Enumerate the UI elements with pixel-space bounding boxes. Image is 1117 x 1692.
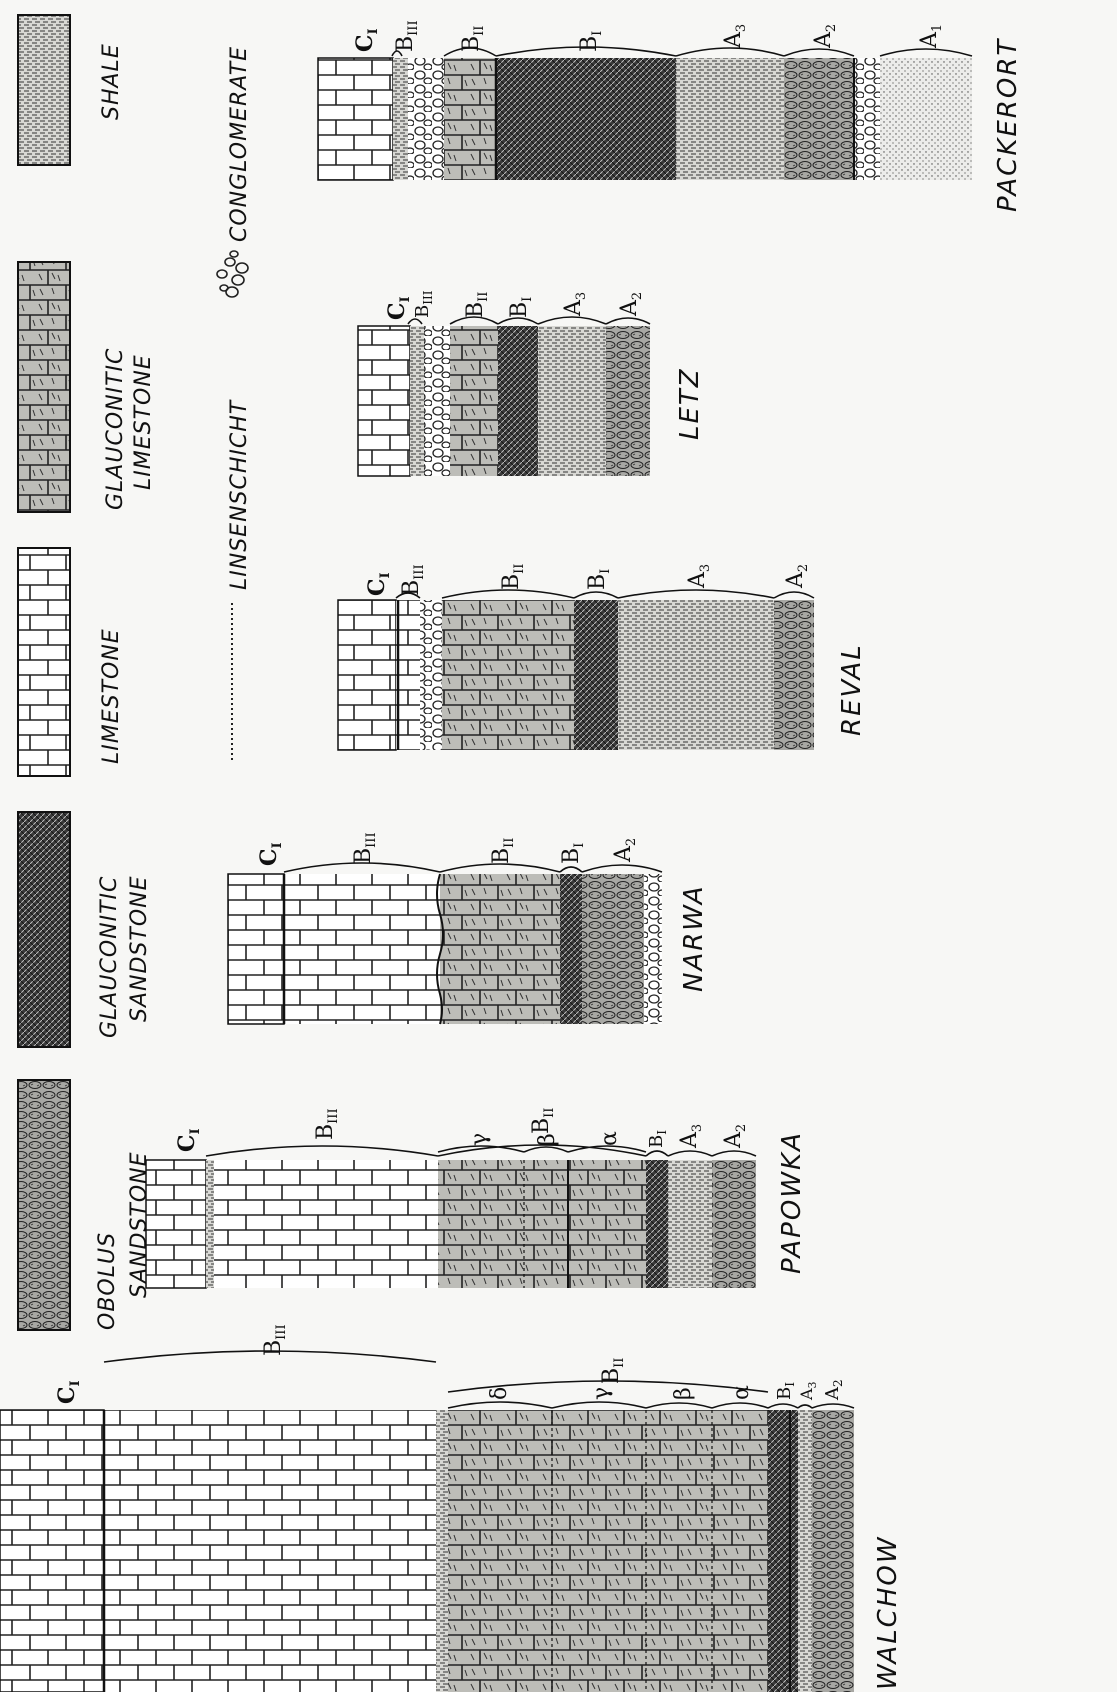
narwa-layer-b1 xyxy=(560,874,582,1024)
walchow-layer-b1 xyxy=(768,1410,798,1692)
legend-shale-swatch xyxy=(18,15,70,165)
reval-layer-a2 xyxy=(774,600,814,750)
walchow-layer-a3 xyxy=(798,1410,812,1692)
packerort-layer-a2-conglomerate xyxy=(854,58,880,180)
legend-glauconitic-sandstone-label-2: SANDSTONE xyxy=(127,876,152,1023)
reval-layer-b3-conglomerate xyxy=(420,600,442,750)
reval-layer-b2 xyxy=(442,600,574,750)
legend-glauconitic-sandstone-swatch xyxy=(18,812,70,1047)
letz-layer-a2 xyxy=(606,326,650,476)
legend-shale-label: SHALE xyxy=(99,43,124,120)
packerort-layer-b3-conglomerate xyxy=(408,58,444,180)
reval-layer-b1 xyxy=(574,600,618,750)
papowka-layer-b3 xyxy=(214,1160,438,1288)
walchow-layer-b3 xyxy=(104,1410,436,1692)
packerort-layer-b1 xyxy=(496,58,676,180)
papowka-layer-c1 xyxy=(146,1160,206,1288)
legend-glauconitic-limestone-label-1: GLAUCONITIC xyxy=(103,348,128,510)
narwa-layer-a2 xyxy=(582,874,644,1024)
papowka-label-gamma: γ xyxy=(467,1133,492,1146)
reval-layer-a3 xyxy=(618,600,774,750)
walchow-label-gamma: γ xyxy=(589,1387,614,1400)
walchow-layer-a2 xyxy=(812,1410,854,1692)
papowka-label-alpha: α xyxy=(597,1131,622,1146)
narwa-layer-b2 xyxy=(440,874,560,1024)
section-papowka xyxy=(146,1145,756,1288)
papowka-layer-a3 xyxy=(668,1160,712,1288)
narwa-layer-b3 xyxy=(284,874,440,1024)
section-narwa xyxy=(228,863,662,1024)
papowka-layer-a2 xyxy=(712,1160,756,1288)
walchow-layer-b3-shale xyxy=(436,1410,448,1692)
letz-layer-a3 xyxy=(538,326,606,476)
walchow-name: WALCHOW xyxy=(873,1535,903,1690)
papowka-layer-b1 xyxy=(646,1160,668,1288)
reval-name: REVAL xyxy=(837,643,867,736)
letz-name: LETZ xyxy=(675,367,705,440)
packerort-name: PACKERORT xyxy=(993,38,1023,212)
legend-obolus-sandstone-label-1: OBOLUS xyxy=(95,1232,120,1330)
papowka-layer-b2 xyxy=(438,1160,646,1288)
narwa-layer-c1 xyxy=(228,874,284,1024)
legend-obolus-sandstone-swatch xyxy=(18,1080,70,1330)
packerort-layer-a3 xyxy=(676,58,784,180)
narwa-layer-a2-conglomerate xyxy=(644,874,662,1024)
papowka-label-beta: β xyxy=(535,1133,560,1146)
walchow-label-alpha: α xyxy=(729,1385,754,1400)
walchow-layer-c1 xyxy=(0,1410,104,1692)
narwa-name: NARWA xyxy=(679,885,709,993)
letz-layer-b3 xyxy=(410,326,424,476)
legend-glauconitic-limestone-swatch xyxy=(18,262,70,512)
papowka-name: PAPOWKA xyxy=(777,1131,807,1274)
letz-layer-b1 xyxy=(498,326,538,476)
legend-limestone-swatch xyxy=(18,548,70,776)
legend-glauconitic-sandstone-label-1: GLAUCONITIC xyxy=(97,876,122,1038)
reval-layer-b3 xyxy=(396,600,420,750)
papowka-layer-c1-shale xyxy=(206,1160,214,1288)
packerort-layer-b2 xyxy=(444,58,496,180)
packerort-layer-a1 xyxy=(880,58,972,180)
letz-layer-b3-conglomerate xyxy=(424,326,450,476)
walchow-layer-b2 xyxy=(448,1410,768,1692)
packerort-layer-b3 xyxy=(393,58,408,180)
packerort-layer-c1 xyxy=(318,58,393,180)
legend-glauconitic-limestone-label-2: LIMESTONE xyxy=(131,354,156,490)
letz-layer-b2 xyxy=(450,326,498,476)
section-packerort xyxy=(318,47,972,180)
legend-limestone-label: LIMESTONE xyxy=(99,628,124,764)
section-reval xyxy=(338,590,814,750)
packerort-layer-a2 xyxy=(784,58,854,180)
legend-conglomerate-label: CONGLOMERATE xyxy=(227,46,252,242)
reval-layer-c1 xyxy=(338,600,396,750)
section-letz xyxy=(358,317,650,476)
legend-linsenschicht-label: LINSENSCHICHT xyxy=(227,399,252,590)
walchow-label-delta: δ xyxy=(487,1387,512,1400)
walchow-label-beta: β xyxy=(671,1387,696,1400)
letz-layer-c1 xyxy=(358,326,410,476)
